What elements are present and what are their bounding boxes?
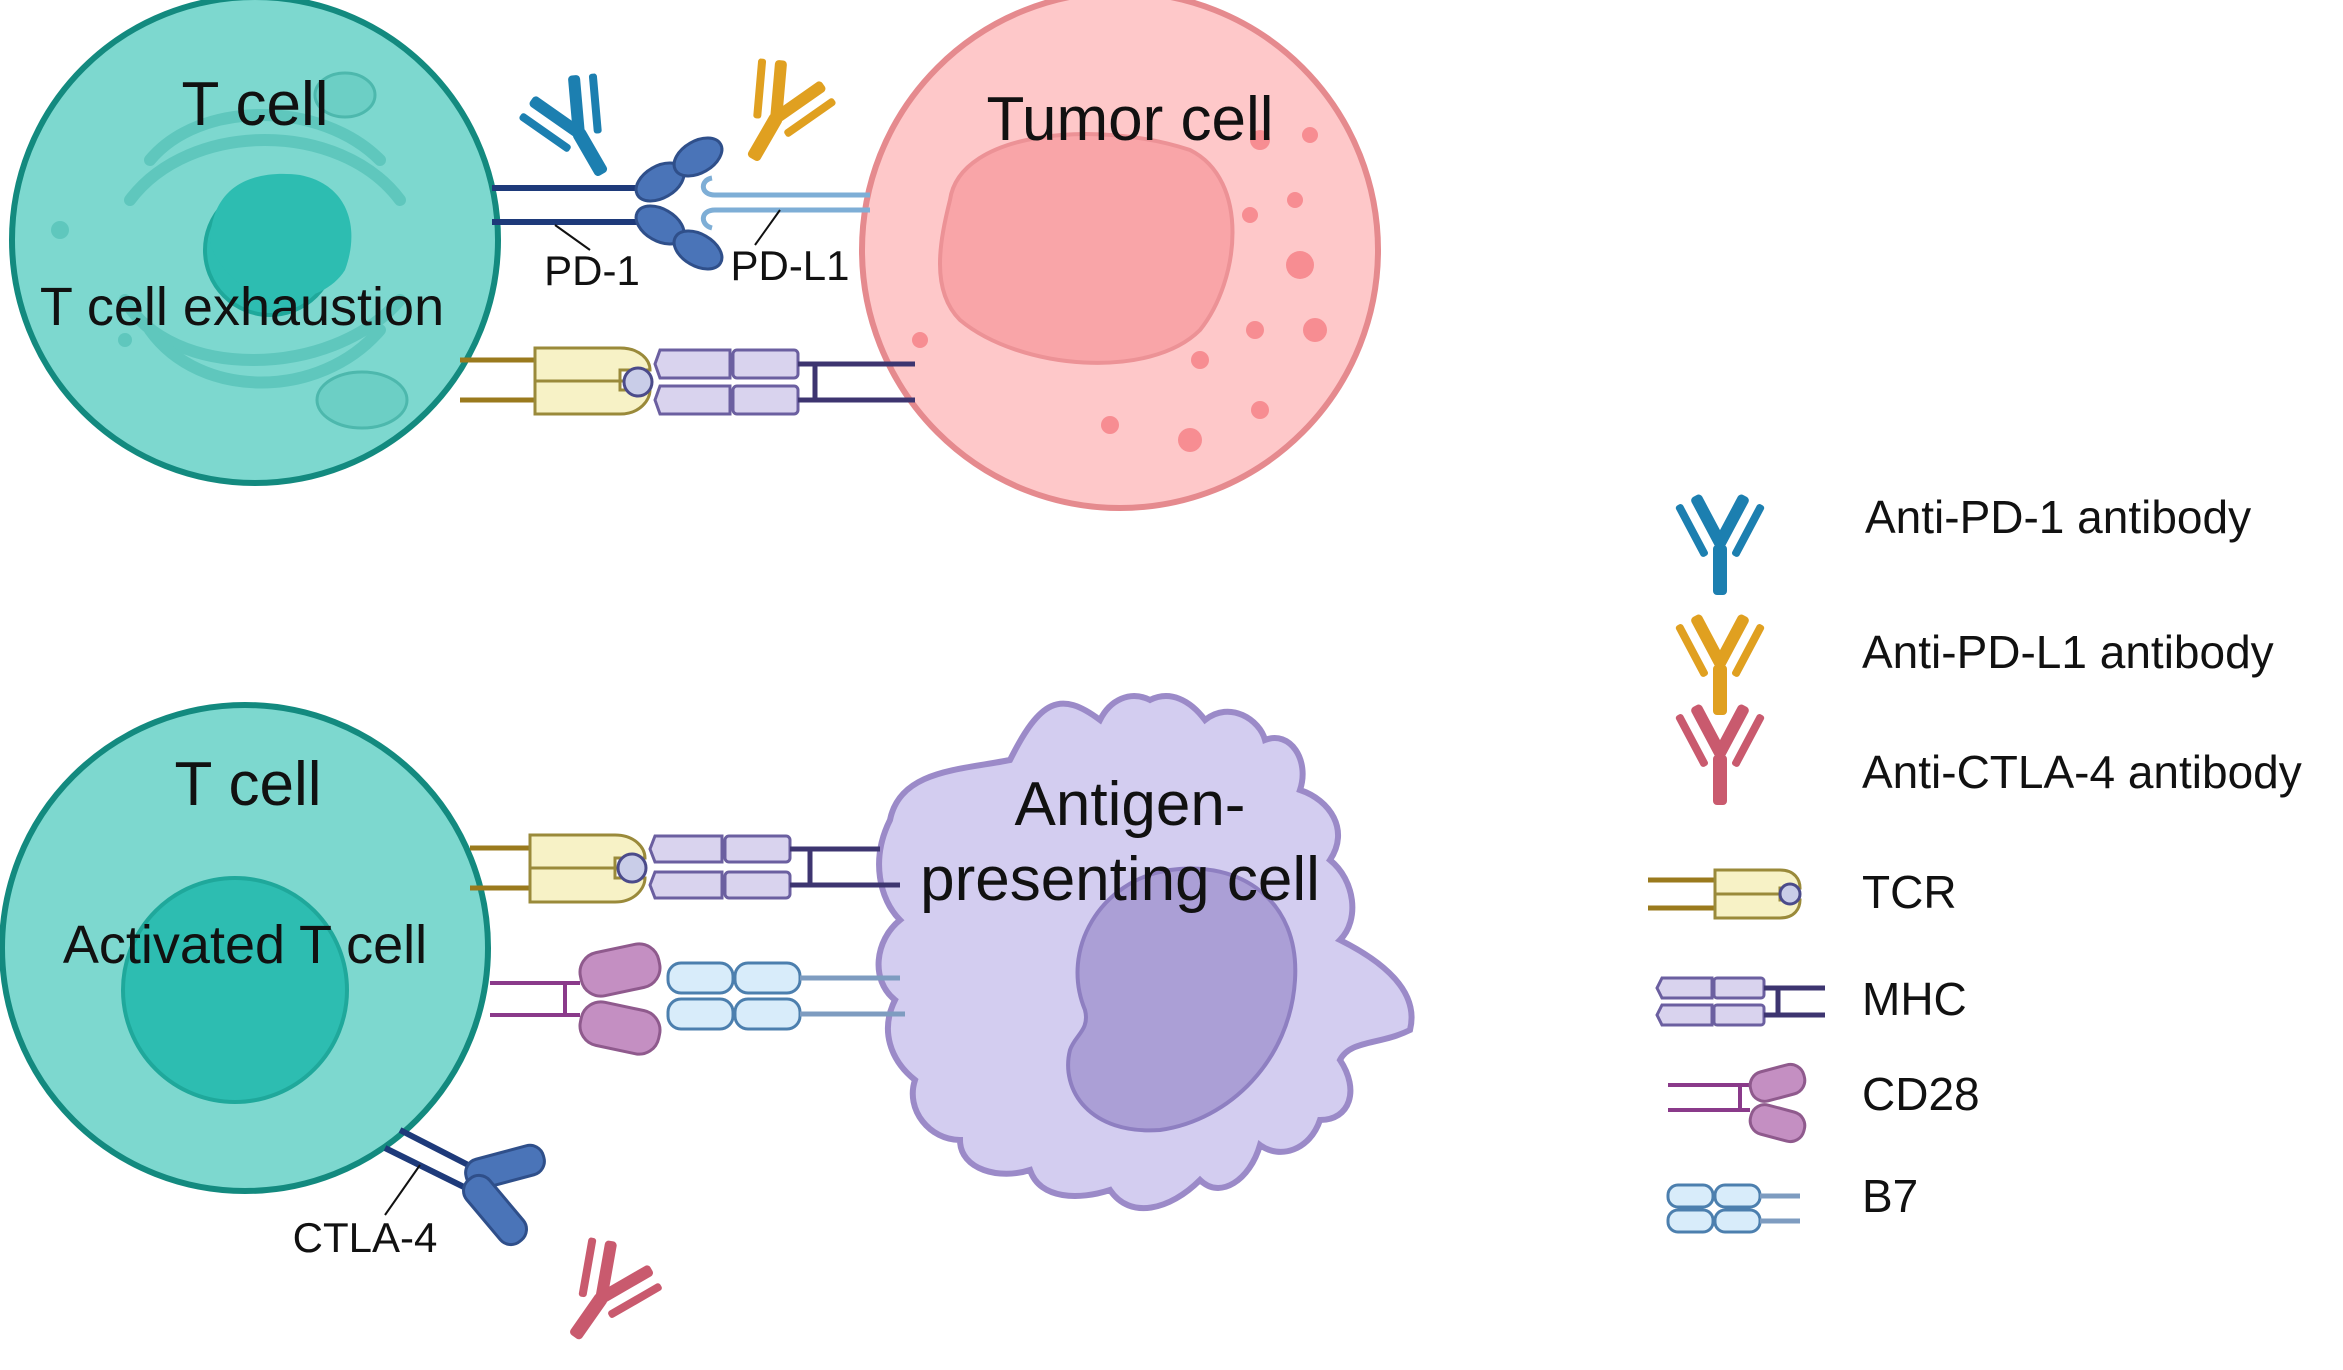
cd28 bbox=[578, 942, 662, 1056]
legend-mhc-label: MHC bbox=[1862, 973, 1967, 1025]
mhc bbox=[648, 834, 792, 900]
pd-l1-leader-line bbox=[754, 209, 781, 246]
legend-anti-pdl1-icon bbox=[1675, 614, 1765, 715]
apc-label-line2: presenting cell bbox=[920, 845, 1320, 914]
ctla-4-receptor bbox=[383, 1127, 546, 1247]
apc-label-line1: Antigen- bbox=[1015, 770, 1246, 839]
legend-anti-pd1-icon bbox=[1675, 494, 1765, 595]
t-cell-nucleus bbox=[121, 876, 349, 1104]
legend: Anti-PD-1 antibody Anti-PD-L1 antibody A… bbox=[1648, 491, 2302, 1234]
top-panel: T cell T cell exhaustion Tumor cell PD-1… bbox=[9, 0, 1381, 511]
legend-tcr-label: TCR bbox=[1862, 866, 1957, 918]
cd28-b7-interaction bbox=[490, 942, 905, 1056]
pd1-pdl1-interaction bbox=[492, 136, 870, 271]
legend-anti-pd1-label: Anti-PD-1 antibody bbox=[1865, 491, 2251, 543]
mitochondrion bbox=[315, 370, 409, 430]
legend-cd28-icon bbox=[1668, 1062, 1807, 1144]
mhc bbox=[653, 348, 800, 416]
tcr-mhc-interaction-top bbox=[460, 346, 915, 416]
b7 bbox=[666, 961, 802, 1031]
ctla-4-leader-line bbox=[384, 1164, 421, 1216]
antigen-presenting-cell bbox=[875, 693, 1415, 1211]
tcr-mhc-interaction-bottom bbox=[470, 833, 900, 904]
legend-anti-ctla4-icon bbox=[1675, 704, 1765, 805]
legend-tcr-icon bbox=[1648, 868, 1802, 920]
pd-1-label: PD-1 bbox=[544, 247, 640, 294]
legend-anti-ctla4-label: Anti-CTLA-4 antibody bbox=[1862, 746, 2302, 798]
apc-nucleus bbox=[1066, 866, 1298, 1133]
tumor-cell bbox=[859, 0, 1381, 511]
pd-l1-ligand bbox=[700, 175, 870, 231]
tumor-cell-label: Tumor cell bbox=[986, 85, 1273, 154]
t-cell-exhausted bbox=[9, 0, 501, 486]
legend-mhc-icon bbox=[1655, 976, 1825, 1027]
top-t-cell-label: T cell bbox=[181, 70, 328, 139]
legend-b7-label: B7 bbox=[1862, 1170, 1918, 1222]
golgi-apparatus bbox=[119, 109, 406, 389]
anti-ctla4-antibody bbox=[570, 1237, 662, 1340]
bottom-panel: T cell Activated T cell Antigen- present… bbox=[0, 693, 1415, 1340]
anti-pdl1-antibody bbox=[747, 58, 836, 162]
t-cell-activated bbox=[0, 702, 491, 1194]
anti-pd1-antibody bbox=[519, 73, 608, 177]
legend-anti-pdl1-label: Anti-PD-L1 antibody bbox=[1862, 626, 2274, 678]
pd-1-receptor bbox=[492, 185, 650, 225]
t-cell-exhaustion-label: T cell exhaustion bbox=[40, 277, 444, 337]
legend-cd28-label: CD28 bbox=[1862, 1068, 1980, 1120]
bottom-t-cell-label: T cell bbox=[174, 750, 321, 819]
tumor-granules bbox=[912, 127, 1327, 452]
mitochondrion bbox=[313, 71, 377, 119]
pd-l1-label: PD-L1 bbox=[730, 242, 849, 289]
pd-1-leader-line bbox=[554, 224, 591, 251]
ctla-4-label: CTLA-4 bbox=[293, 1214, 438, 1261]
legend-b7-icon bbox=[1666, 1183, 1800, 1234]
activated-t-cell-label: Activated T cell bbox=[63, 915, 427, 975]
